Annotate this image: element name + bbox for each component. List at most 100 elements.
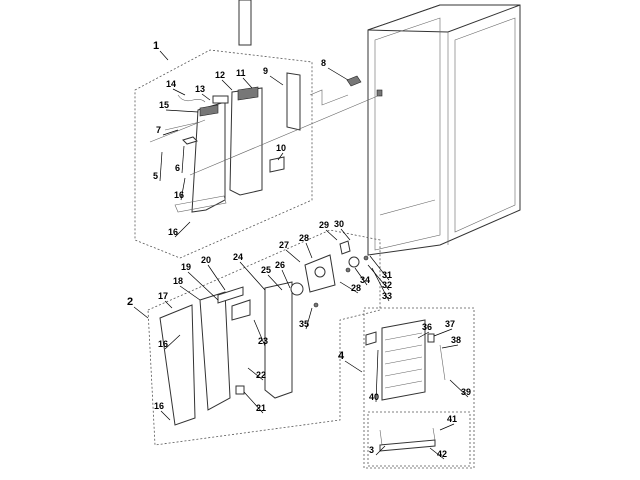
leader-line [187,271,219,301]
part-8-hinge [309,75,383,106]
leader-line [221,79,233,91]
callout-42: 42 [437,449,447,459]
leader-line [207,264,226,291]
leader-line [269,75,284,86]
callout-34: 34 [360,275,370,285]
callout-19: 19 [181,262,191,272]
callout-27: 27 [279,240,289,250]
callout-33: 33 [382,291,392,301]
leader-line [201,93,211,101]
leader-line [162,129,179,136]
callout-26: 26 [275,260,285,270]
callout-38: 38 [451,335,461,345]
leader-line [243,391,264,414]
callout-30: 30 [334,219,344,229]
leader-line [369,255,390,281]
assembly-1-parts [149,72,381,213]
leader-line [164,334,181,350]
callout-36: 36 [422,322,432,332]
callout-4: 4 [338,350,345,362]
leader-line [174,221,191,238]
callout-11: 11 [236,68,246,78]
leader-line [371,267,390,302]
leader-line [242,77,253,89]
callout-29: 29 [319,220,329,230]
leader-line [429,447,445,460]
callout-2: 2 [127,296,133,308]
callout-14: 14 [166,79,176,89]
assembly-1-boundary [134,49,313,259]
leader-line [133,306,149,319]
callout-8: 8 [321,58,326,68]
leader-line [179,285,201,301]
leader-line [375,445,386,456]
callout-16: 16 [154,401,164,411]
assembly-41-boundary [367,411,471,467]
leader-line [267,274,283,291]
leader-line [375,349,379,403]
callout-12: 12 [215,70,225,80]
callout-9: 9 [263,66,268,76]
callout-35: 35 [299,319,309,329]
leader-line [344,360,363,373]
callout-28: 28 [351,283,361,293]
leader-line [439,423,455,431]
callout-7: 7 [156,125,161,135]
callout-16: 16 [168,227,178,237]
callout-1: 1 [153,40,159,52]
callout-15: 15 [159,100,169,110]
callout-3: 3 [369,445,374,455]
assembly-4-boundary [363,307,475,469]
callout-20: 20 [201,255,211,265]
leader-line [441,344,459,349]
leader-line [325,229,338,241]
leader-line [247,367,264,381]
leader-line [285,249,301,263]
assembly-2-boundary [147,229,381,446]
leader-line [159,151,163,182]
callout-28: 28 [299,233,309,243]
callout-31: 31 [382,270,392,280]
callout-25: 25 [261,265,271,275]
callout-21: 21 [256,403,266,413]
leader-line [172,88,186,96]
assembly-2-parts [159,0,369,426]
leader-line [160,410,171,421]
callout-40: 40 [369,392,379,402]
leader-line [305,307,313,330]
leader-line [181,145,185,174]
leader-line [327,67,349,81]
leader-line [239,261,266,291]
callout-22: 22 [256,370,266,380]
leader-line [165,109,199,113]
callout-18: 18 [173,276,183,286]
leader-line [164,300,173,309]
leader-line [159,50,169,61]
leader-line [433,328,453,337]
callout-17: 17 [158,291,168,301]
refrigerator-cabinet [367,4,521,256]
callout-23: 23 [258,336,268,346]
leader-line [305,242,313,259]
callout-41: 41 [447,414,457,424]
leader-line [281,269,291,289]
callout-13: 13 [195,84,205,94]
callout-32: 32 [382,280,392,290]
leader-line [449,379,469,398]
callout-16: 16 [158,339,168,349]
callout-6: 6 [175,163,180,173]
callout-5: 5 [153,171,158,181]
callout-10: 10 [276,143,286,153]
callout-16: 16 [174,190,184,200]
leader-line [339,281,359,294]
leader-line [340,228,351,241]
leader-line [354,267,368,286]
leader-line [417,331,430,339]
leader-line [180,177,186,201]
callout-37: 37 [445,319,455,329]
leader-line [367,264,390,291]
leader-line [277,152,284,161]
